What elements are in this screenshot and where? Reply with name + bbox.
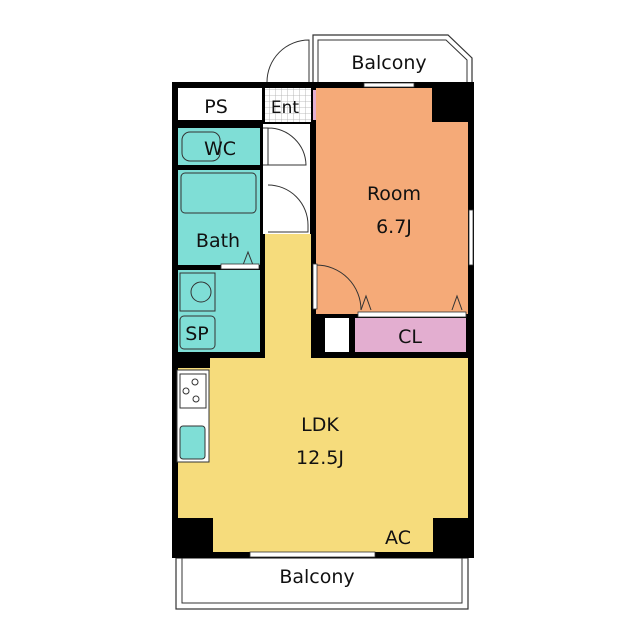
column-ldk-bl (172, 518, 213, 558)
ldk (178, 358, 468, 552)
balcony-bottom-label: Balcony (279, 566, 354, 588)
ac-label: AC (385, 527, 411, 549)
entrance (265, 88, 311, 122)
room-name: Room (367, 183, 421, 205)
closet (355, 318, 466, 352)
ldk-name: LDK (301, 414, 339, 436)
bath (178, 170, 260, 265)
kitchen-sink-icon (179, 425, 206, 460)
window-bottom (249, 551, 376, 558)
closet-label: CL (398, 326, 422, 348)
room (316, 88, 468, 314)
column-ldk-tl (172, 352, 210, 368)
entrance-label: Ent (271, 98, 300, 118)
bath-door (220, 263, 260, 270)
hallway (263, 124, 310, 234)
room-size: 6.7J (376, 216, 412, 238)
bathtub-icon (180, 172, 257, 214)
stove-icon (179, 373, 207, 409)
balcony-top-label: Balcony (351, 52, 426, 74)
storage-small (325, 318, 349, 352)
window-top (363, 82, 415, 88)
doors (242, 39, 463, 311)
ps-space (178, 88, 262, 120)
closet-door (357, 311, 467, 318)
column-room (432, 82, 474, 122)
balcony-top (312, 34, 473, 82)
washing-machine-icon (179, 315, 216, 350)
window-room-right (468, 209, 474, 266)
washbasin-icon (179, 272, 216, 312)
room-door-jamb (312, 263, 318, 310)
ldk-size: 12.5J (296, 447, 344, 469)
sp-label: SP (185, 323, 209, 345)
bath-label: Bath (196, 230, 240, 252)
basin-circle-icon (190, 281, 212, 303)
wc-label: WC (204, 138, 236, 160)
wc (178, 128, 260, 165)
corridor (265, 234, 311, 364)
toilet-icon (181, 131, 221, 162)
balcony-bottom (175, 557, 469, 610)
column-ldk-br (433, 518, 474, 558)
ps-label: PS (204, 96, 228, 118)
